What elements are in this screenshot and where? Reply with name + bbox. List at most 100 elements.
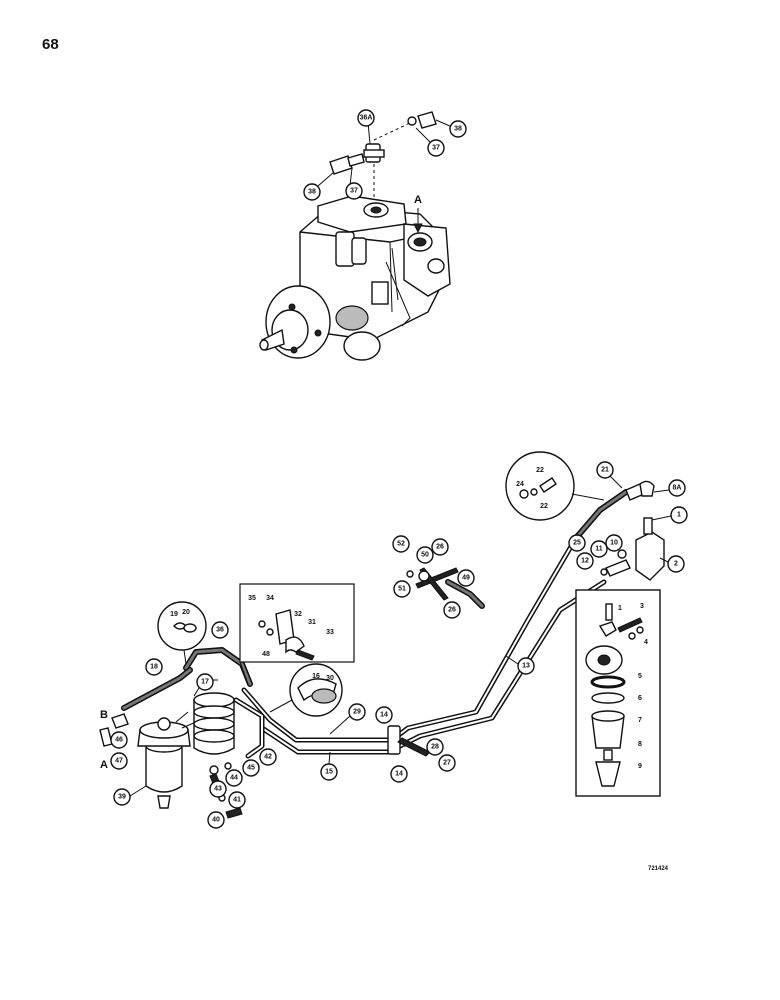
svg-text:22: 22 [536, 467, 544, 474]
callout-39: 39 [113, 788, 131, 806]
svg-text:36A: 36A [360, 115, 373, 122]
callout-41: 41 [228, 791, 246, 809]
callout-42: 42 [259, 748, 277, 766]
fuel-tube-13 [259, 579, 607, 755]
detail-bubble-19-20: 19 20 [157, 601, 207, 665]
svg-text:43: 43 [214, 786, 222, 793]
svg-text:29: 29 [353, 709, 361, 716]
callout-28: 28 [426, 738, 444, 756]
callout-45: 45 [242, 759, 260, 777]
svg-text:13: 13 [522, 663, 530, 670]
svg-text:19: 19 [170, 611, 178, 618]
callout-37-left: 37 [345, 167, 363, 200]
callout-18: 18 [145, 658, 163, 676]
svg-text:3: 3 [640, 603, 644, 610]
callout-15: 15 [320, 763, 338, 781]
svg-text:1: 1 [677, 512, 681, 519]
callout-14-upper: 14 [375, 706, 393, 724]
svg-text:11: 11 [595, 546, 603, 553]
letter-a-left: A [100, 759, 108, 771]
svg-text:2: 2 [674, 561, 678, 568]
hose-18 [121, 667, 193, 711]
svg-text:38: 38 [308, 189, 316, 196]
svg-text:46: 46 [115, 737, 123, 744]
svg-text:42: 42 [264, 754, 272, 761]
drawing-number: 721424 [648, 866, 669, 872]
svg-text:52: 52 [397, 541, 405, 548]
callout-43: 43 [209, 780, 227, 798]
callout-21: 21 [596, 461, 614, 479]
callout-8a: 8A [668, 479, 686, 497]
svg-text:44: 44 [230, 775, 238, 782]
svg-text:30: 30 [326, 675, 334, 682]
svg-text:26: 26 [436, 544, 444, 551]
callout-44: 44 [225, 769, 243, 787]
callout-13: 13 [517, 657, 535, 675]
fuel-lift-pump [600, 480, 665, 581]
svg-text:33: 33 [326, 629, 334, 636]
detail-bubble-22-24: 22 24 22 [505, 451, 605, 521]
callout-36a: 36A [357, 109, 375, 145]
callout-47: 47 [110, 752, 128, 770]
svg-text:47: 47 [115, 758, 123, 765]
hose-36 [183, 647, 253, 687]
svg-text:24: 24 [516, 481, 524, 488]
svg-text:25: 25 [573, 540, 581, 547]
svg-text:16: 16 [312, 673, 320, 680]
svg-text:6: 6 [638, 695, 642, 702]
svg-text:37: 37 [350, 188, 358, 195]
svg-text:8A: 8A [673, 485, 682, 492]
svg-text:37: 37 [432, 145, 440, 152]
svg-text:9: 9 [638, 763, 642, 770]
svg-text:50: 50 [421, 552, 429, 559]
hose-25 [573, 489, 629, 541]
svg-text:22: 22 [540, 503, 548, 510]
callout-38-left: 38 [303, 171, 335, 201]
svg-text:45: 45 [247, 765, 255, 772]
callout-26-lower: 26 [443, 601, 461, 619]
callout-36: 36 [211, 621, 229, 639]
clamp-14 [387, 725, 401, 755]
svg-text:14: 14 [395, 771, 403, 778]
callout-46: 46 [110, 731, 128, 749]
fuel-filter-right [193, 692, 235, 755]
svg-text:38: 38 [454, 126, 462, 133]
callout-11: 11 [590, 540, 608, 558]
svg-text:17: 17 [201, 679, 209, 686]
callout-37-right: 37 [415, 127, 445, 157]
letter-b: B [100, 709, 108, 721]
detail-box-bracket: 35 34 32 31 33 48 [239, 583, 355, 685]
callout-38-right: 38 [435, 119, 467, 138]
detail-box-lift-pump-exploded: 1 3 4 5 6 7 8 9 [575, 589, 661, 797]
callout-29: 29 [348, 703, 366, 721]
svg-text:15: 15 [325, 769, 333, 776]
detail-bubble-16-30: 16 30 [269, 663, 343, 717]
callout-50: 50 [416, 546, 434, 564]
bleed-cluster [406, 567, 459, 601]
callout-25: 25 [568, 534, 586, 552]
svg-text:48: 48 [262, 651, 270, 658]
svg-text:26: 26 [448, 607, 456, 614]
svg-text:31: 31 [308, 619, 316, 626]
svg-text:21: 21 [601, 467, 609, 474]
callout-12: 12 [576, 552, 594, 570]
callout-10: 10 [605, 534, 623, 552]
callout-17: 17 [196, 673, 214, 691]
svg-text:18: 18 [150, 664, 158, 671]
callout-52: 52 [392, 535, 410, 553]
svg-text:8: 8 [638, 741, 642, 748]
svg-text:40: 40 [212, 817, 220, 824]
callout-26-upper: 26 [431, 538, 449, 556]
svg-text:7: 7 [638, 717, 642, 724]
svg-text:27: 27 [443, 760, 451, 767]
callout-49: 49 [457, 569, 475, 587]
svg-text:20: 20 [182, 609, 190, 616]
svg-text:10: 10 [610, 540, 618, 547]
svg-text:14: 14 [380, 712, 388, 719]
svg-text:32: 32 [294, 611, 302, 618]
svg-text:35: 35 [248, 595, 256, 602]
letter-a-top: A [414, 194, 422, 206]
callout-51: 51 [393, 580, 411, 598]
svg-text:51: 51 [398, 586, 406, 593]
